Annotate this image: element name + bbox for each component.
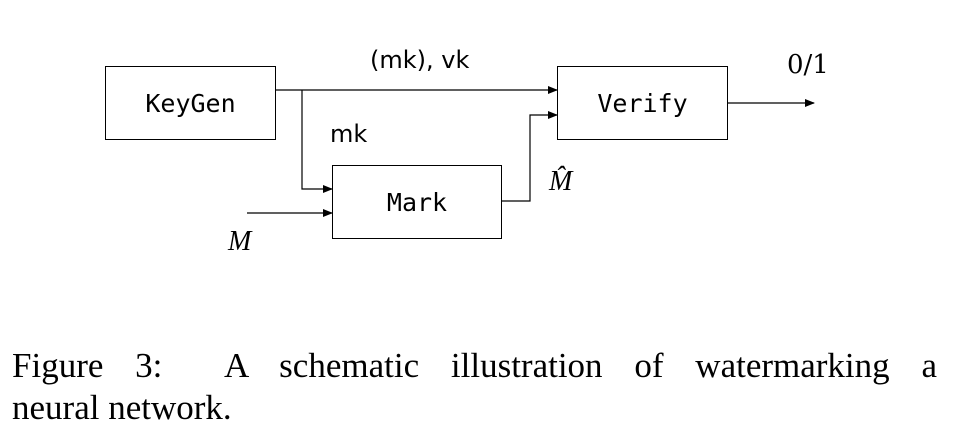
mark-to-verify-arrow [502,111,558,202]
mark-block: Mark [332,165,502,239]
keygen-label: KeyGen [145,88,236,118]
mark-label: Mark [386,187,448,217]
output-label: 0/1 [787,50,829,80]
keygen-block: KeyGen [105,66,276,140]
watermarking-diagram: KeyGen Verify Mark (mk), vk mk 0/1 M̂ M [105,46,829,257]
verify-block: Verify [557,66,728,140]
diagram-connectors [247,86,815,217]
keygen-to-mark-arrow [301,90,333,193]
keys-label: (mk), vk [370,46,470,74]
caption-line-2: neural network. [12,388,232,427]
model-label: M [228,226,252,257]
caption-line-1: Figure 3: A schematic illustration of wa… [12,346,937,385]
marked-model-label: M̂ [549,166,573,197]
figure-caption: Figure 3: A schematic illustration of wa… [12,345,937,429]
verify-label: Verify [597,88,688,118]
mark-key-label: mk [330,120,368,148]
